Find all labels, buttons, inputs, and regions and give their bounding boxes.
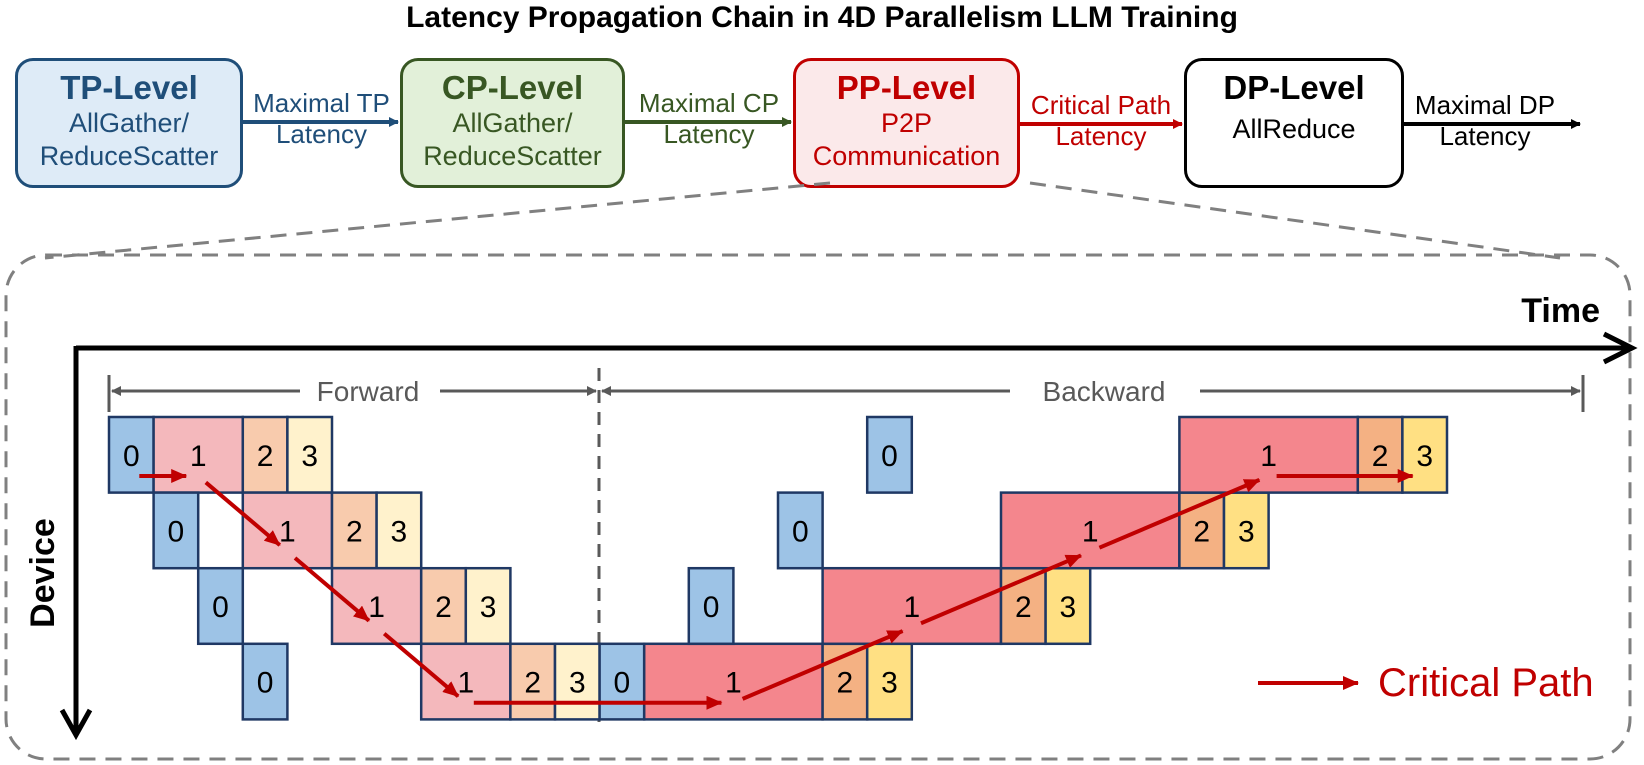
- pipeline-cell-label: 3: [1060, 591, 1077, 624]
- cp-level-title: CP-Level: [441, 69, 584, 106]
- pipeline-cell-label: 1: [190, 440, 207, 473]
- time-axis-label: Time: [1521, 292, 1600, 330]
- dp-level-operation: AllReduce: [1232, 114, 1356, 144]
- forward-label: Forward: [317, 376, 420, 407]
- pipeline-cell-f2-device-1: [330, 491, 378, 570]
- tp-level-box: TP-Level AllGather/ ReduceScatter: [15, 58, 243, 188]
- zoom-line-right: [1029, 181, 1561, 260]
- time-axis-arrowhead: [1602, 331, 1638, 365]
- pipeline-cell-f3-device-1: [375, 491, 423, 570]
- pipeline-cell-label: 2: [1372, 440, 1389, 473]
- pipeline-cell-f3-device-2: [464, 566, 512, 646]
- pp-level-box: PP-Level P2P Communication: [793, 58, 1020, 188]
- pipeline-cell-label: 0: [614, 667, 631, 700]
- pipeline-cell-f0-device-3: [241, 642, 289, 721]
- dp-level-title: DP-Level: [1223, 69, 1365, 106]
- pp-level-operation: P2P Communication: [812, 108, 1001, 171]
- pipeline-cell-b0-device-0: [865, 415, 914, 494]
- backward-label: Backward: [1043, 376, 1166, 407]
- critical-path-segment: [920, 553, 1082, 626]
- pipeline-cell-label: 2: [1193, 515, 1210, 548]
- pipeline-cell-f1-device-1: [241, 491, 334, 570]
- diagram-title: Latency Propagation Chain in 4D Parallel…: [406, 1, 1238, 34]
- pipeline-cell-f1-device-3: [419, 642, 512, 721]
- pipeline-cell-b3-device-2: [1044, 566, 1092, 646]
- pipeline-cell-label: 0: [703, 591, 720, 624]
- pipeline-cell-label: 3: [301, 440, 318, 473]
- pipeline-cell-label: 3: [391, 515, 408, 548]
- tp-level-operation: AllGather/ ReduceScatter: [39, 108, 219, 171]
- pipeline-cell-label: 1: [903, 591, 920, 624]
- pipeline-cell-label: 0: [168, 515, 185, 548]
- tp-level-title: TP-Level: [60, 69, 198, 106]
- pipeline-cell-b2-device-3: [821, 642, 869, 721]
- edge-label-dp-latency: Maximal DP Latency: [1414, 90, 1556, 151]
- pipeline-cell-b3-device-3: [865, 642, 914, 721]
- pipeline-cell-label: 3: [569, 667, 586, 700]
- pipeline-cell-b3-device-0: [1401, 415, 1449, 494]
- legend-critical-path-label: Critical Path: [1378, 661, 1594, 705]
- pipeline-cell-f2-device-2: [419, 566, 468, 646]
- pipeline-cell-label: 0: [212, 591, 229, 624]
- device-axis-arrowhead: [59, 708, 93, 741]
- pipeline-cell-label: 3: [1416, 440, 1433, 473]
- pipeline-cell-f3-device-0: [286, 415, 334, 494]
- pipeline-cell-label: 2: [435, 591, 452, 624]
- pipeline-cell-label: 2: [524, 667, 541, 700]
- edge-label-critical-path-latency: Critical Path Latency: [1030, 90, 1172, 151]
- edge-label-tp-latency: Maximal TP Latency: [253, 88, 390, 149]
- pipeline-cell-b2-device-0: [1356, 415, 1404, 494]
- pipeline-cell-label: 0: [257, 667, 274, 700]
- pipeline-cell-label: 2: [837, 667, 854, 700]
- pipeline-cell-f1-device-2: [330, 566, 423, 646]
- pipeline-cell-f0-device-2: [196, 566, 245, 646]
- pipeline-cell-b1-device-0: [1178, 415, 1360, 494]
- pipeline-cell-b0-device-1: [776, 491, 824, 570]
- critical-path-segment: [741, 629, 904, 701]
- pipeline-cell-label: 1: [368, 591, 385, 624]
- pipeline-cell-label: 3: [480, 591, 497, 624]
- pipeline-cell-f3-device-3: [553, 642, 601, 721]
- pipeline-cell-f2-device-3: [509, 642, 557, 721]
- pipeline-cell-b2-device-1: [1178, 491, 1226, 570]
- pp-level-title: PP-Level: [836, 69, 977, 106]
- pipeline-cell-f0-device-0: [107, 415, 155, 494]
- pipeline-cell-label: 1: [457, 667, 474, 700]
- pipeline-cell-f1-device-0: [152, 415, 245, 494]
- pipeline-cell-label: 1: [1260, 440, 1277, 473]
- critical-path-segment: [293, 556, 371, 623]
- pipeline-cell-b1-device-3: [642, 642, 824, 721]
- pipeline-cell-b1-device-1: [999, 491, 1181, 570]
- pipeline-cell-label: 2: [1015, 591, 1032, 624]
- dp-level-box: DP-Level AllReduce: [1184, 58, 1404, 188]
- pipeline-cell-b3-device-1: [1222, 491, 1270, 570]
- critical-path-segment: [382, 632, 460, 698]
- pipeline-cell-label: 0: [123, 440, 140, 473]
- device-axis-label: Device: [24, 518, 62, 628]
- pipeline-cell-label: 1: [1082, 515, 1099, 548]
- pipeline-cell-b2-device-2: [999, 566, 1047, 646]
- critical-path-segment: [204, 480, 282, 547]
- zoom-line-left: [44, 181, 831, 260]
- pipeline-cell-label: 1: [725, 667, 742, 700]
- cp-level-operation: AllGather/ ReduceScatter: [423, 108, 602, 171]
- critical-path-segment: [1098, 478, 1261, 550]
- pipeline-cell-label: 3: [881, 667, 898, 700]
- pipeline-cell-b0-device-2: [687, 566, 735, 646]
- cp-level-box: CP-Level AllGather/ ReduceScatter: [400, 58, 625, 188]
- pipeline-cell-label: 1: [279, 515, 296, 548]
- pipeline-cell-label: 0: [881, 440, 898, 473]
- pipeline-cell-label: 3: [1238, 515, 1255, 548]
- pipeline-cell-b0-device-3: [598, 642, 646, 721]
- pipeline-cell-f2-device-0: [241, 415, 289, 494]
- edge-label-cp-latency: Maximal CP Latency: [638, 88, 780, 149]
- pipeline-cell-f0-device-1: [152, 491, 200, 570]
- pipeline-cell-label: 2: [346, 515, 363, 548]
- pipeline-cell-b1-device-2: [821, 566, 1003, 646]
- pipeline-cell-label: 2: [257, 440, 274, 473]
- pipeline-cell-label: 0: [792, 515, 809, 548]
